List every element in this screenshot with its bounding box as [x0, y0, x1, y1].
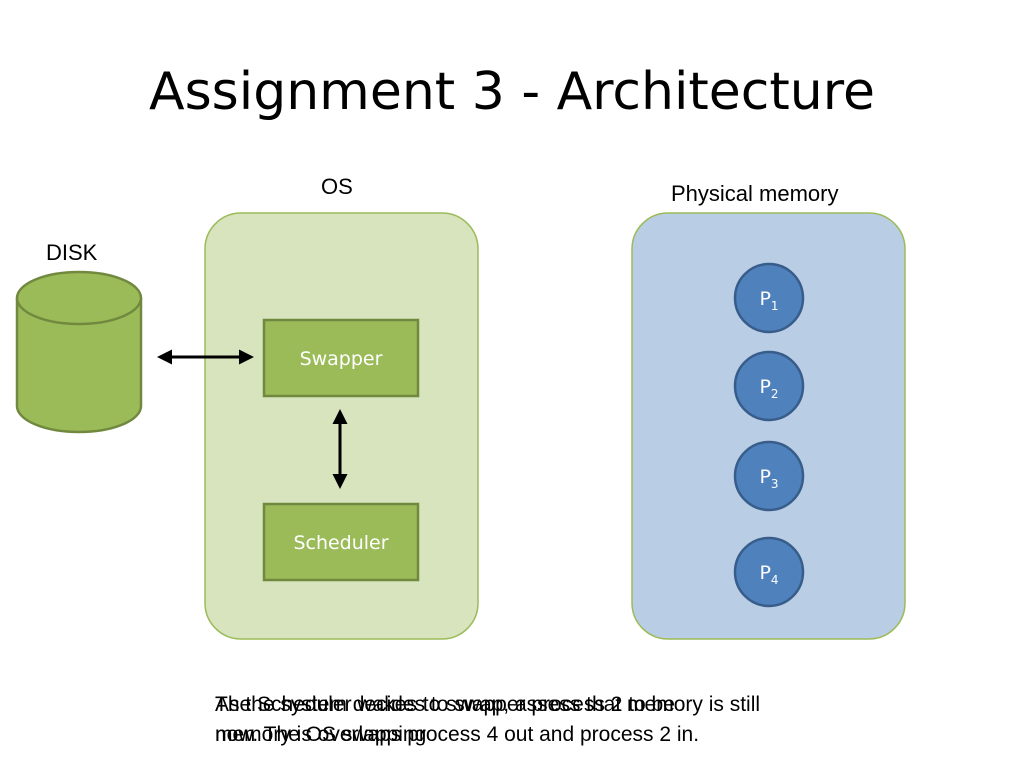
caption-b-line1: As the system decides to swap, assess th…: [215, 693, 761, 716]
process-p1: P1: [733, 262, 805, 334]
slide-title: Assignment 3 - Architecture: [149, 62, 875, 122]
process-p2: P2: [733, 350, 805, 422]
caption-a-line1: The Scheduler wakes to swapper process 2…: [215, 693, 675, 716]
physical-memory-label: Physical memory: [671, 181, 839, 206]
process-p2-letter: P: [759, 376, 770, 398]
process-p4: P4: [733, 536, 805, 608]
svg-text:P4: P4: [759, 562, 778, 587]
process-p3: P3: [733, 440, 805, 512]
swapper-box: Swapper: [262, 318, 420, 398]
disk-label: DISK: [46, 240, 98, 265]
process-p1-sub: 1: [771, 299, 779, 313]
process-p3-letter: P: [759, 466, 770, 488]
swapper-label: Swapper: [300, 348, 383, 370]
svg-text:P1: P1: [759, 288, 778, 313]
os-label: OS: [321, 174, 353, 199]
caption-b-line2: memory is overlapping: [215, 723, 427, 746]
svg-text:P2: P2: [759, 376, 778, 401]
process-p2-sub: 2: [771, 387, 779, 401]
process-p3-sub: 3: [771, 477, 779, 491]
disk-cylinder-icon: [15, 270, 143, 434]
process-p1-letter: P: [759, 288, 770, 310]
svg-text:P3: P3: [759, 466, 778, 491]
caption-a-line2: now. The OS swaps process 4 out and proc…: [215, 723, 700, 746]
scheduler-box: Scheduler: [262, 502, 420, 582]
process-p4-sub: 4: [771, 573, 779, 587]
scheduler-label: Scheduler: [293, 532, 388, 554]
process-p4-letter: P: [759, 562, 770, 584]
physical-memory-container: [631, 212, 906, 640]
